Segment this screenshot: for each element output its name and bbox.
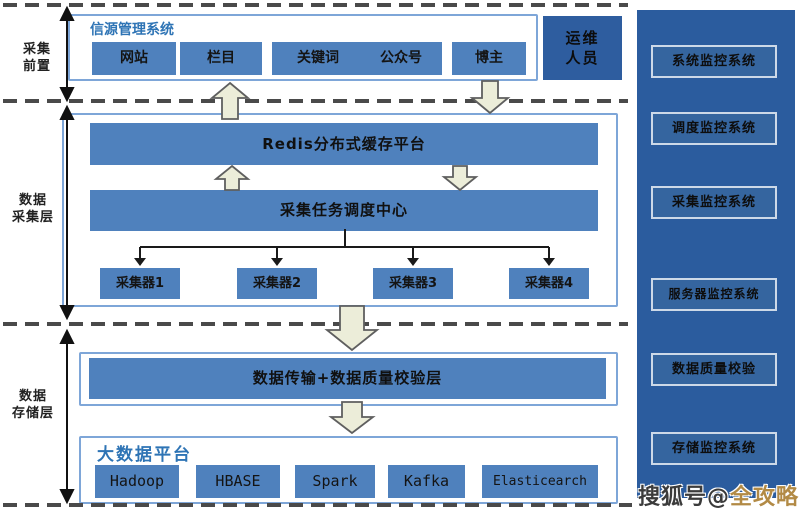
monitor-box-system: 系统监控系统 bbox=[651, 45, 777, 78]
bigdata-item-spark: Spark bbox=[295, 465, 375, 498]
layer-label-collect-line2: 采集层 bbox=[11, 210, 54, 225]
layer-label-front-line1: 采集 bbox=[22, 42, 51, 57]
watermark-prefix: 搜狐号@ bbox=[637, 485, 730, 510]
source-item-column: 栏目 bbox=[180, 42, 262, 75]
monitor-box-storage: 存储监控系统 bbox=[651, 432, 777, 465]
source-item-official-account: 公众号 bbox=[360, 42, 442, 75]
collect-layer-arrowhead-down-icon bbox=[59, 305, 75, 321]
scheduler-center-bar: 采集任务调度中心 bbox=[90, 190, 598, 231]
ops-personnel-box: 运维 人员 bbox=[543, 16, 622, 80]
layer-label-store-line2: 存储层 bbox=[11, 406, 54, 421]
transfer-quality-bar: 数据传输+数据质量校验层 bbox=[89, 358, 606, 399]
redis-cache-bar: Redis分布式缓存平台 bbox=[90, 123, 598, 165]
monitor-box-schedule: 调度监控系统 bbox=[651, 112, 777, 145]
watermark-name: 全攻略 bbox=[729, 485, 799, 510]
bigdata-item-hadoop: Hadoop bbox=[95, 465, 179, 498]
source-item-website: 网站 bbox=[92, 42, 176, 75]
collector-box-1: 采集器1 bbox=[100, 268, 180, 299]
layer-label-collect: 数据 采集层 bbox=[6, 192, 60, 226]
layer-label-collect-line1: 数据 bbox=[18, 193, 47, 208]
collector-box-3: 采集器3 bbox=[373, 268, 453, 299]
source-item-blogger: 博主 bbox=[452, 42, 526, 75]
block-arrow-down-to-collection-icon bbox=[469, 80, 511, 115]
block-arrow-down-to-bigdata-icon bbox=[328, 401, 376, 435]
store-layer-arrowhead-down-icon bbox=[59, 489, 75, 505]
monitor-box-quality: 数据质量校验 bbox=[651, 353, 777, 386]
collector-box-2: 采集器2 bbox=[237, 268, 317, 299]
source-item-keyword: 关键词 bbox=[272, 42, 364, 75]
ops-personnel-line1: 运维 bbox=[565, 29, 600, 47]
bigdata-item-elasticsearch: Elasticearch bbox=[482, 465, 598, 498]
monitor-box-collect: 采集监控系统 bbox=[651, 186, 777, 219]
layer-label-front: 采集 前置 bbox=[10, 41, 64, 75]
source-management-panel: 信源管理系统 网站 栏目 关键词 公众号 博主 bbox=[68, 14, 538, 81]
bigdata-panel-title: 大数据平台 bbox=[97, 445, 192, 465]
source-panel-title: 信源管理系统 bbox=[90, 22, 174, 38]
collector-box-4: 采集器4 bbox=[509, 268, 589, 299]
bigdata-platform-panel: 大数据平台 Hadoop HBASE Spark Kafka Elasticea… bbox=[79, 436, 618, 504]
store-layer-arrowhead-up-icon bbox=[59, 328, 75, 344]
layer-label-store-line1: 数据 bbox=[18, 389, 47, 404]
monitoring-panel: 系统监控系统 调度监控系统 采集监控系统 服务器监控系统 数据质量校验 存储监控… bbox=[637, 10, 795, 498]
monitor-box-server: 服务器监控系统 bbox=[651, 278, 777, 311]
transfer-quality-panel: 数据传输+数据质量校验层 bbox=[79, 352, 618, 406]
front-layer-arrowhead-down-icon bbox=[59, 87, 75, 103]
ops-personnel-line2: 人员 bbox=[565, 49, 600, 67]
watermark: 搜狐号@全攻略 bbox=[638, 479, 799, 511]
bigdata-item-hbase: HBASE bbox=[196, 465, 280, 498]
collection-layer-panel: Redis分布式缓存平台 采集任务调度中心 采集器1 采集器2 采集器3 采集器… bbox=[62, 113, 618, 307]
block-arrow-down-to-transfer-icon bbox=[324, 305, 380, 352]
layer-label-store: 数据 存储层 bbox=[6, 388, 60, 422]
layer-label-front-line2: 前置 bbox=[22, 59, 51, 74]
bigdata-item-kafka: Kafka bbox=[388, 465, 465, 498]
